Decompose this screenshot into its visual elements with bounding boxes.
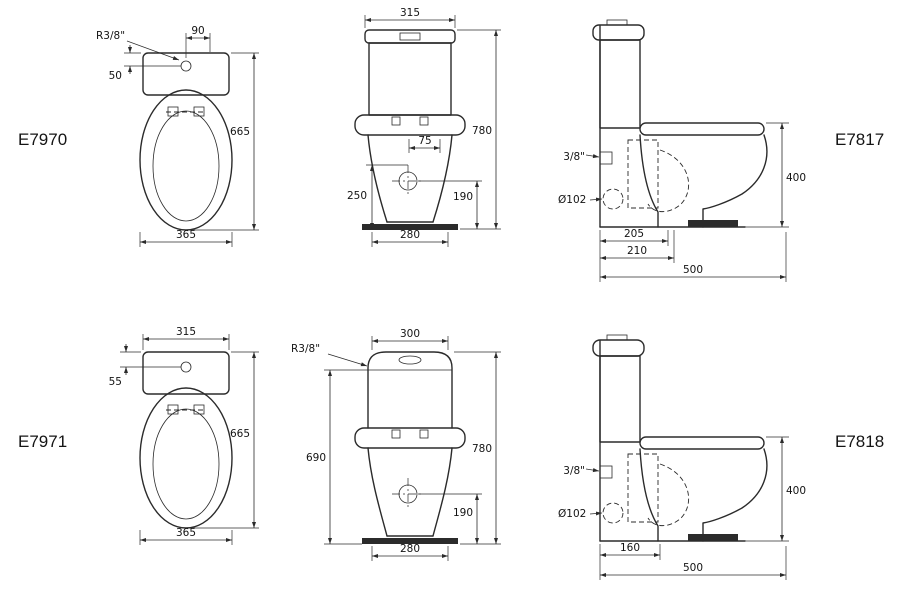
seat [354, 427, 466, 449]
dim-label-280: 280 [400, 543, 420, 555]
dim-label-280: 280 [400, 229, 420, 241]
hinge-left [167, 106, 179, 117]
flush-button [398, 355, 422, 365]
flush-button [399, 32, 421, 41]
inlet-fitting [599, 151, 613, 165]
base-plate [688, 534, 738, 541]
base-plate [688, 220, 738, 227]
hinge-left [391, 116, 401, 126]
view-top-front: 315 780 75 250 190 280 [347, 7, 501, 247]
view-bottom-plan: 315 55 665 365 [109, 326, 259, 545]
dim-label-102: Ø102 [558, 194, 586, 206]
view-bottom-front: R3/8" 300 690 780 190 280 [291, 328, 501, 561]
dim-label-500: 500 [683, 264, 703, 276]
dim-label-190: 190 [453, 507, 473, 519]
bowl-front-profile [702, 134, 768, 228]
bowl-left-edge [367, 134, 388, 223]
dim-label-r38: R3/8" [96, 30, 125, 42]
product-code-e7817: E7817 [835, 130, 884, 149]
dim-label-365: 365 [176, 527, 196, 539]
cistern-body [368, 42, 452, 116]
dim-label-38: 3/8" [563, 465, 585, 477]
cistern-body [599, 355, 641, 443]
leader-line-102 [589, 197, 603, 202]
hinge-right [193, 404, 205, 415]
outlet-circle [602, 502, 624, 524]
bowl-back-profile [639, 448, 659, 542]
dim-label-90: 90 [191, 25, 204, 37]
bowl-right-edge [432, 134, 453, 223]
view-top-plan: 90 R3/8" 50 665 365 [96, 25, 259, 247]
seat-inner-ring [152, 408, 220, 520]
dim-label-690: 690 [306, 452, 326, 464]
cistern-lid [364, 29, 456, 44]
dim-label-400: 400 [786, 485, 806, 497]
dim-label-50: 50 [109, 70, 122, 82]
dim-label-210: 210 [627, 245, 647, 257]
seat-profile [639, 436, 765, 450]
dim-label-665: 665 [230, 126, 250, 138]
leader-line-102 [589, 511, 603, 516]
cistern-body [367, 351, 453, 429]
hinge-right [419, 429, 429, 439]
dim-label-55: 55 [109, 376, 122, 388]
seat [354, 114, 466, 136]
product-code-e7971: E7971 [18, 432, 67, 451]
cistern-plan-outline [142, 351, 230, 395]
seat-inner-ring [152, 110, 220, 222]
dim-label-300: 300 [400, 328, 420, 340]
view-top-side: 3/8" Ø102 400 205 210 500 [558, 19, 806, 282]
leader-line-38 [585, 468, 600, 473]
trap-hidden [647, 149, 689, 213]
dim-label-780: 780 [472, 125, 492, 137]
leader-line-38 [585, 154, 600, 159]
flush-button [606, 334, 628, 341]
dim-label-400: 400 [786, 172, 806, 184]
inlet-hole [180, 361, 192, 373]
dim-label-315: 315 [400, 7, 420, 19]
dim-label-102: Ø102 [558, 508, 586, 520]
dim-label-250: 250 [347, 190, 367, 202]
flush-channel-hidden [627, 139, 659, 209]
product-code-e7970: E7970 [18, 130, 67, 149]
dim-label-160: 160 [620, 542, 640, 554]
view-bottom-side: 3/8" Ø102 400 160 500 [558, 334, 806, 580]
dim-label-780: 780 [472, 443, 492, 455]
hinge-left [391, 429, 401, 439]
hinge-right [193, 106, 205, 117]
pan-outline [139, 387, 233, 529]
bowl-right-edge [432, 447, 453, 537]
product-code-e7818: E7818 [835, 432, 884, 451]
leader-line-r38 [327, 353, 368, 367]
dim-label-190: 190 [453, 191, 473, 203]
dim-label-38: 3/8" [563, 151, 585, 163]
dim-label-r38: R3/8" [291, 343, 320, 355]
dim-label-665: 665 [230, 428, 250, 440]
flush-button [606, 19, 628, 26]
dim-label-500: 500 [683, 562, 703, 574]
inlet-fitting [599, 465, 613, 479]
base-plate [362, 224, 458, 230]
pan-outline [139, 89, 233, 231]
outlet-circle [602, 188, 624, 210]
trap-hidden [647, 463, 689, 527]
bowl-back-profile [639, 134, 659, 228]
cistern-body [599, 39, 641, 129]
dim-label-315: 315 [176, 326, 196, 338]
leader-line-r38 [126, 40, 180, 61]
base-plate [362, 538, 458, 544]
flush-channel-hidden [627, 453, 659, 523]
seat-profile [639, 122, 765, 136]
dim-label-75: 75 [418, 135, 431, 147]
hinge-right [419, 116, 429, 126]
dim-label-205: 205 [624, 228, 644, 240]
bowl-left-edge [367, 447, 388, 537]
cistern-plan-outline [142, 52, 230, 96]
dim-label-365: 365 [176, 229, 196, 241]
hinge-left [167, 404, 179, 415]
inlet-hole [180, 60, 192, 72]
bowl-front-profile [702, 448, 768, 542]
